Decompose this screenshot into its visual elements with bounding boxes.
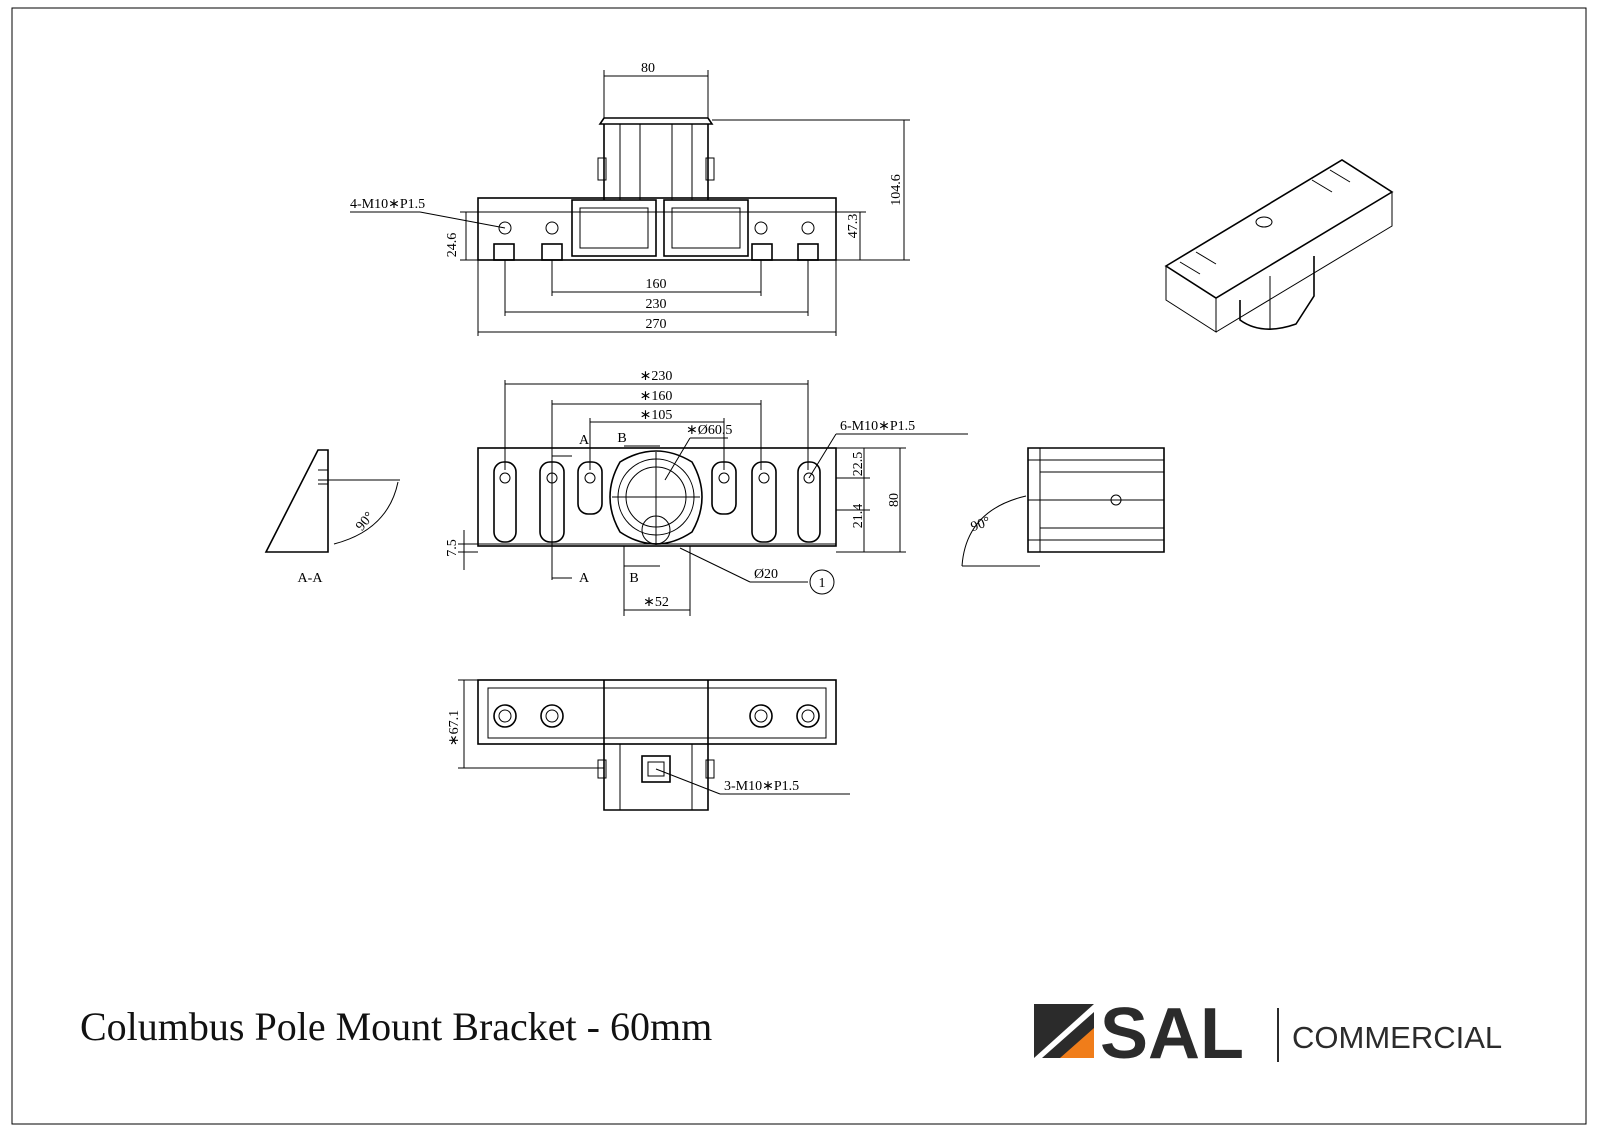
top-dim-80: 80 xyxy=(887,493,902,507)
bottom-view: ∗67.1 3-M10∗P1.5 xyxy=(447,679,850,811)
top-dim-22-5: 22.5 xyxy=(851,452,866,477)
brand-name: SAL xyxy=(1100,998,1244,1074)
side-angle: 90° xyxy=(969,514,993,535)
front-thread-label: 4-M10∗P1.5 xyxy=(350,197,425,212)
top-dim-230: ∗230 xyxy=(640,369,673,384)
front-dim-80: 80 xyxy=(641,61,655,76)
isometric-view xyxy=(1164,159,1394,333)
top-dim-52: ∗52 xyxy=(643,595,669,610)
front-view: 80 104.6 47.3 24.6 4-M10∗P1.5 160 230 27… xyxy=(350,61,910,336)
section-marker-a-top: A xyxy=(579,433,590,448)
logo-mark: SAL COMMERCIAL xyxy=(1034,994,1502,1074)
top-dim-7-5: 7.5 xyxy=(445,539,460,557)
section-marker-b-top: B xyxy=(617,431,626,446)
top-view: ∗230 ∗160 ∗105 ∗Ø60.5 6-M10∗P1.5 22.5 21… xyxy=(445,369,968,616)
top-dim-105: ∗105 xyxy=(640,408,673,423)
front-dim-24-6: 24.6 xyxy=(445,233,460,258)
section-view-a-a: A-A 90° xyxy=(264,449,400,586)
front-dim-104-6: 104.6 xyxy=(889,174,904,206)
front-dim-270: 270 xyxy=(646,317,667,332)
sal-commercial-logo: SAL COMMERCIAL xyxy=(1030,994,1530,1078)
brand-division: COMMERCIAL xyxy=(1292,1020,1502,1055)
bottom-dim-67-1: ∗67.1 xyxy=(447,710,462,746)
front-dim-160: 160 xyxy=(646,277,667,292)
side-view: 90° xyxy=(961,447,1165,567)
section-marker-b-bottom: B xyxy=(629,571,638,586)
sheet-border xyxy=(11,7,1587,1125)
top-dim-160: ∗160 xyxy=(640,389,673,404)
top-dim-dia-20: Ø20 xyxy=(754,567,778,582)
drawing-title: Columbus Pole Mount Bracket - 60mm xyxy=(80,1004,713,1049)
section-marker-a-bottom: A xyxy=(579,571,590,586)
bottom-thread-label: 3-M10∗P1.5 xyxy=(724,779,799,794)
front-dim-47-3: 47.3 xyxy=(846,214,861,239)
front-dim-230: 230 xyxy=(646,297,667,312)
top-dim-dia-60-5: ∗Ø60.5 xyxy=(686,423,732,438)
section-angle: 90° xyxy=(353,509,377,534)
section-label: A-A xyxy=(298,571,324,586)
callout-number: 1 xyxy=(819,576,826,591)
top-thread-label: 6-M10∗P1.5 xyxy=(840,419,915,434)
top-dim-21-4: 21.4 xyxy=(851,504,866,529)
